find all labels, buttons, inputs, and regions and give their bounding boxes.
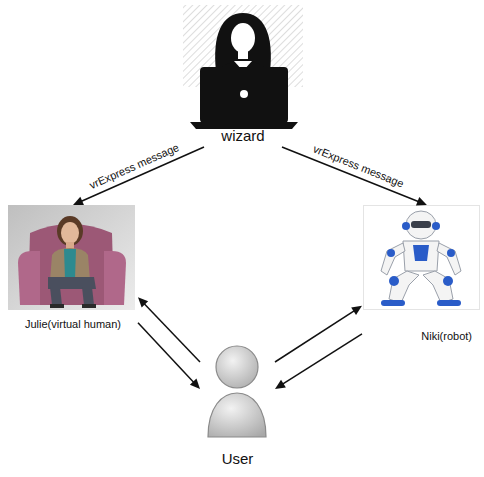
- user-node: User: [200, 335, 275, 470]
- connector-line: [275, 310, 355, 362]
- arrow-head: [190, 379, 200, 389]
- node-caption: Julie(virtual human): [25, 318, 121, 331]
- wizard-icon: [183, 5, 303, 129]
- arrow-connector: [275, 334, 362, 389]
- arrow-head: [351, 306, 362, 315]
- virtual-human-node: Julie(virtual human): [8, 205, 138, 333]
- arrow-connector: [138, 297, 200, 362]
- wizard-node: wizard: [178, 5, 308, 147]
- connector-line: [138, 323, 195, 383]
- node-caption: Niki(robot): [421, 330, 472, 343]
- edge-label: vrExpress message: [309, 142, 407, 192]
- arrow-head: [416, 197, 427, 205]
- node-caption: wizard: [221, 127, 264, 145]
- arrow-connector: [275, 306, 362, 362]
- connector-line: [282, 334, 362, 385]
- arrow-connector: [138, 323, 200, 389]
- connector-line: [144, 303, 200, 362]
- arrow-head: [138, 297, 148, 307]
- virtual-human-image: [8, 205, 135, 310]
- connector-line: [282, 147, 419, 202]
- robot-node: Niki(robot): [362, 205, 480, 345]
- arrow-head: [73, 197, 84, 205]
- arrow-connector: [73, 147, 204, 205]
- node-caption: User: [222, 450, 254, 468]
- user-icon: [208, 346, 266, 437]
- arrow-head: [275, 380, 286, 389]
- edge-label: vrExpress message: [86, 140, 183, 193]
- arrow-connector: [282, 147, 427, 205]
- robot-image: [364, 206, 480, 310]
